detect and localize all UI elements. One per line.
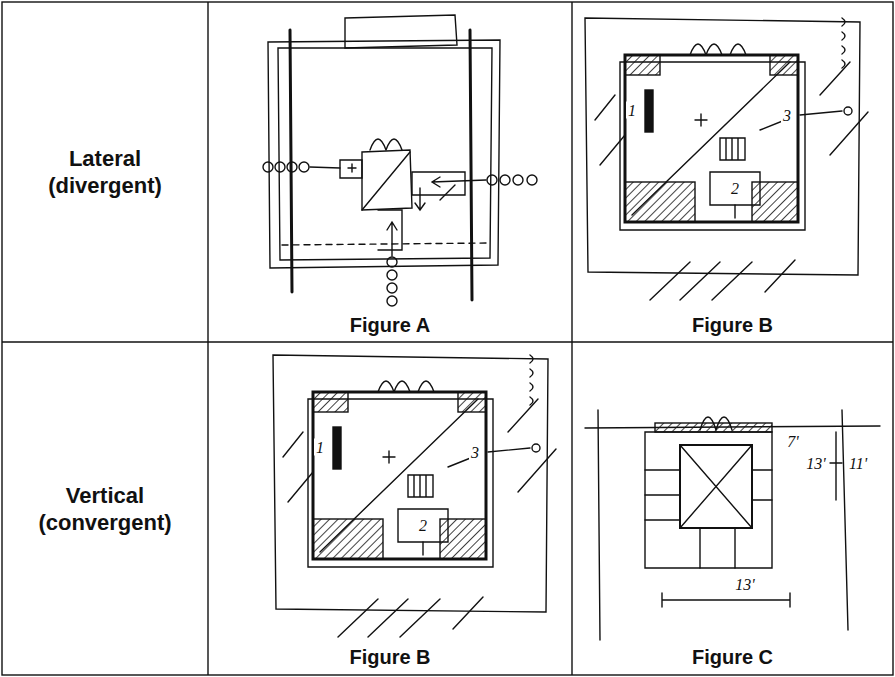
figure-cell: Figure C: [572, 342, 893, 675]
sketch-label: 13': [804, 455, 827, 472]
sketch-label: 11': [847, 455, 869, 472]
figure-cell: Figure A: [208, 2, 572, 342]
figure-a-sketch: [263, 15, 537, 306]
row-header: Vertical (convergent): [30, 482, 180, 536]
row-header-cell: Vertical (convergent): [2, 342, 208, 675]
row-header: Lateral (divergent): [30, 145, 180, 199]
figure-cell: Figure B: [208, 342, 572, 675]
figure-caption: Figure B: [689, 313, 776, 337]
sketch-label: 2: [417, 517, 429, 534]
sketch-label: 3: [469, 444, 481, 461]
figure-cell: Figure B: [572, 2, 893, 342]
sketch-label: 13': [733, 576, 756, 593]
sketch-label: 1: [626, 102, 638, 119]
figure-caption: Figure B: [346, 645, 433, 669]
figure-c-sketch: [585, 410, 880, 640]
sketch-label: 1: [314, 439, 326, 456]
sketch-label: 7': [785, 433, 800, 450]
sketch-label: 2: [729, 180, 741, 197]
sketch-label: 3: [781, 107, 793, 124]
figure-b-sketch: [273, 355, 556, 637]
figure-caption: Figure A: [347, 313, 433, 337]
row-header-cell: Lateral (divergent): [2, 2, 208, 342]
figure-caption: Figure C: [689, 645, 776, 669]
figure-b-sketch: [585, 18, 868, 300]
